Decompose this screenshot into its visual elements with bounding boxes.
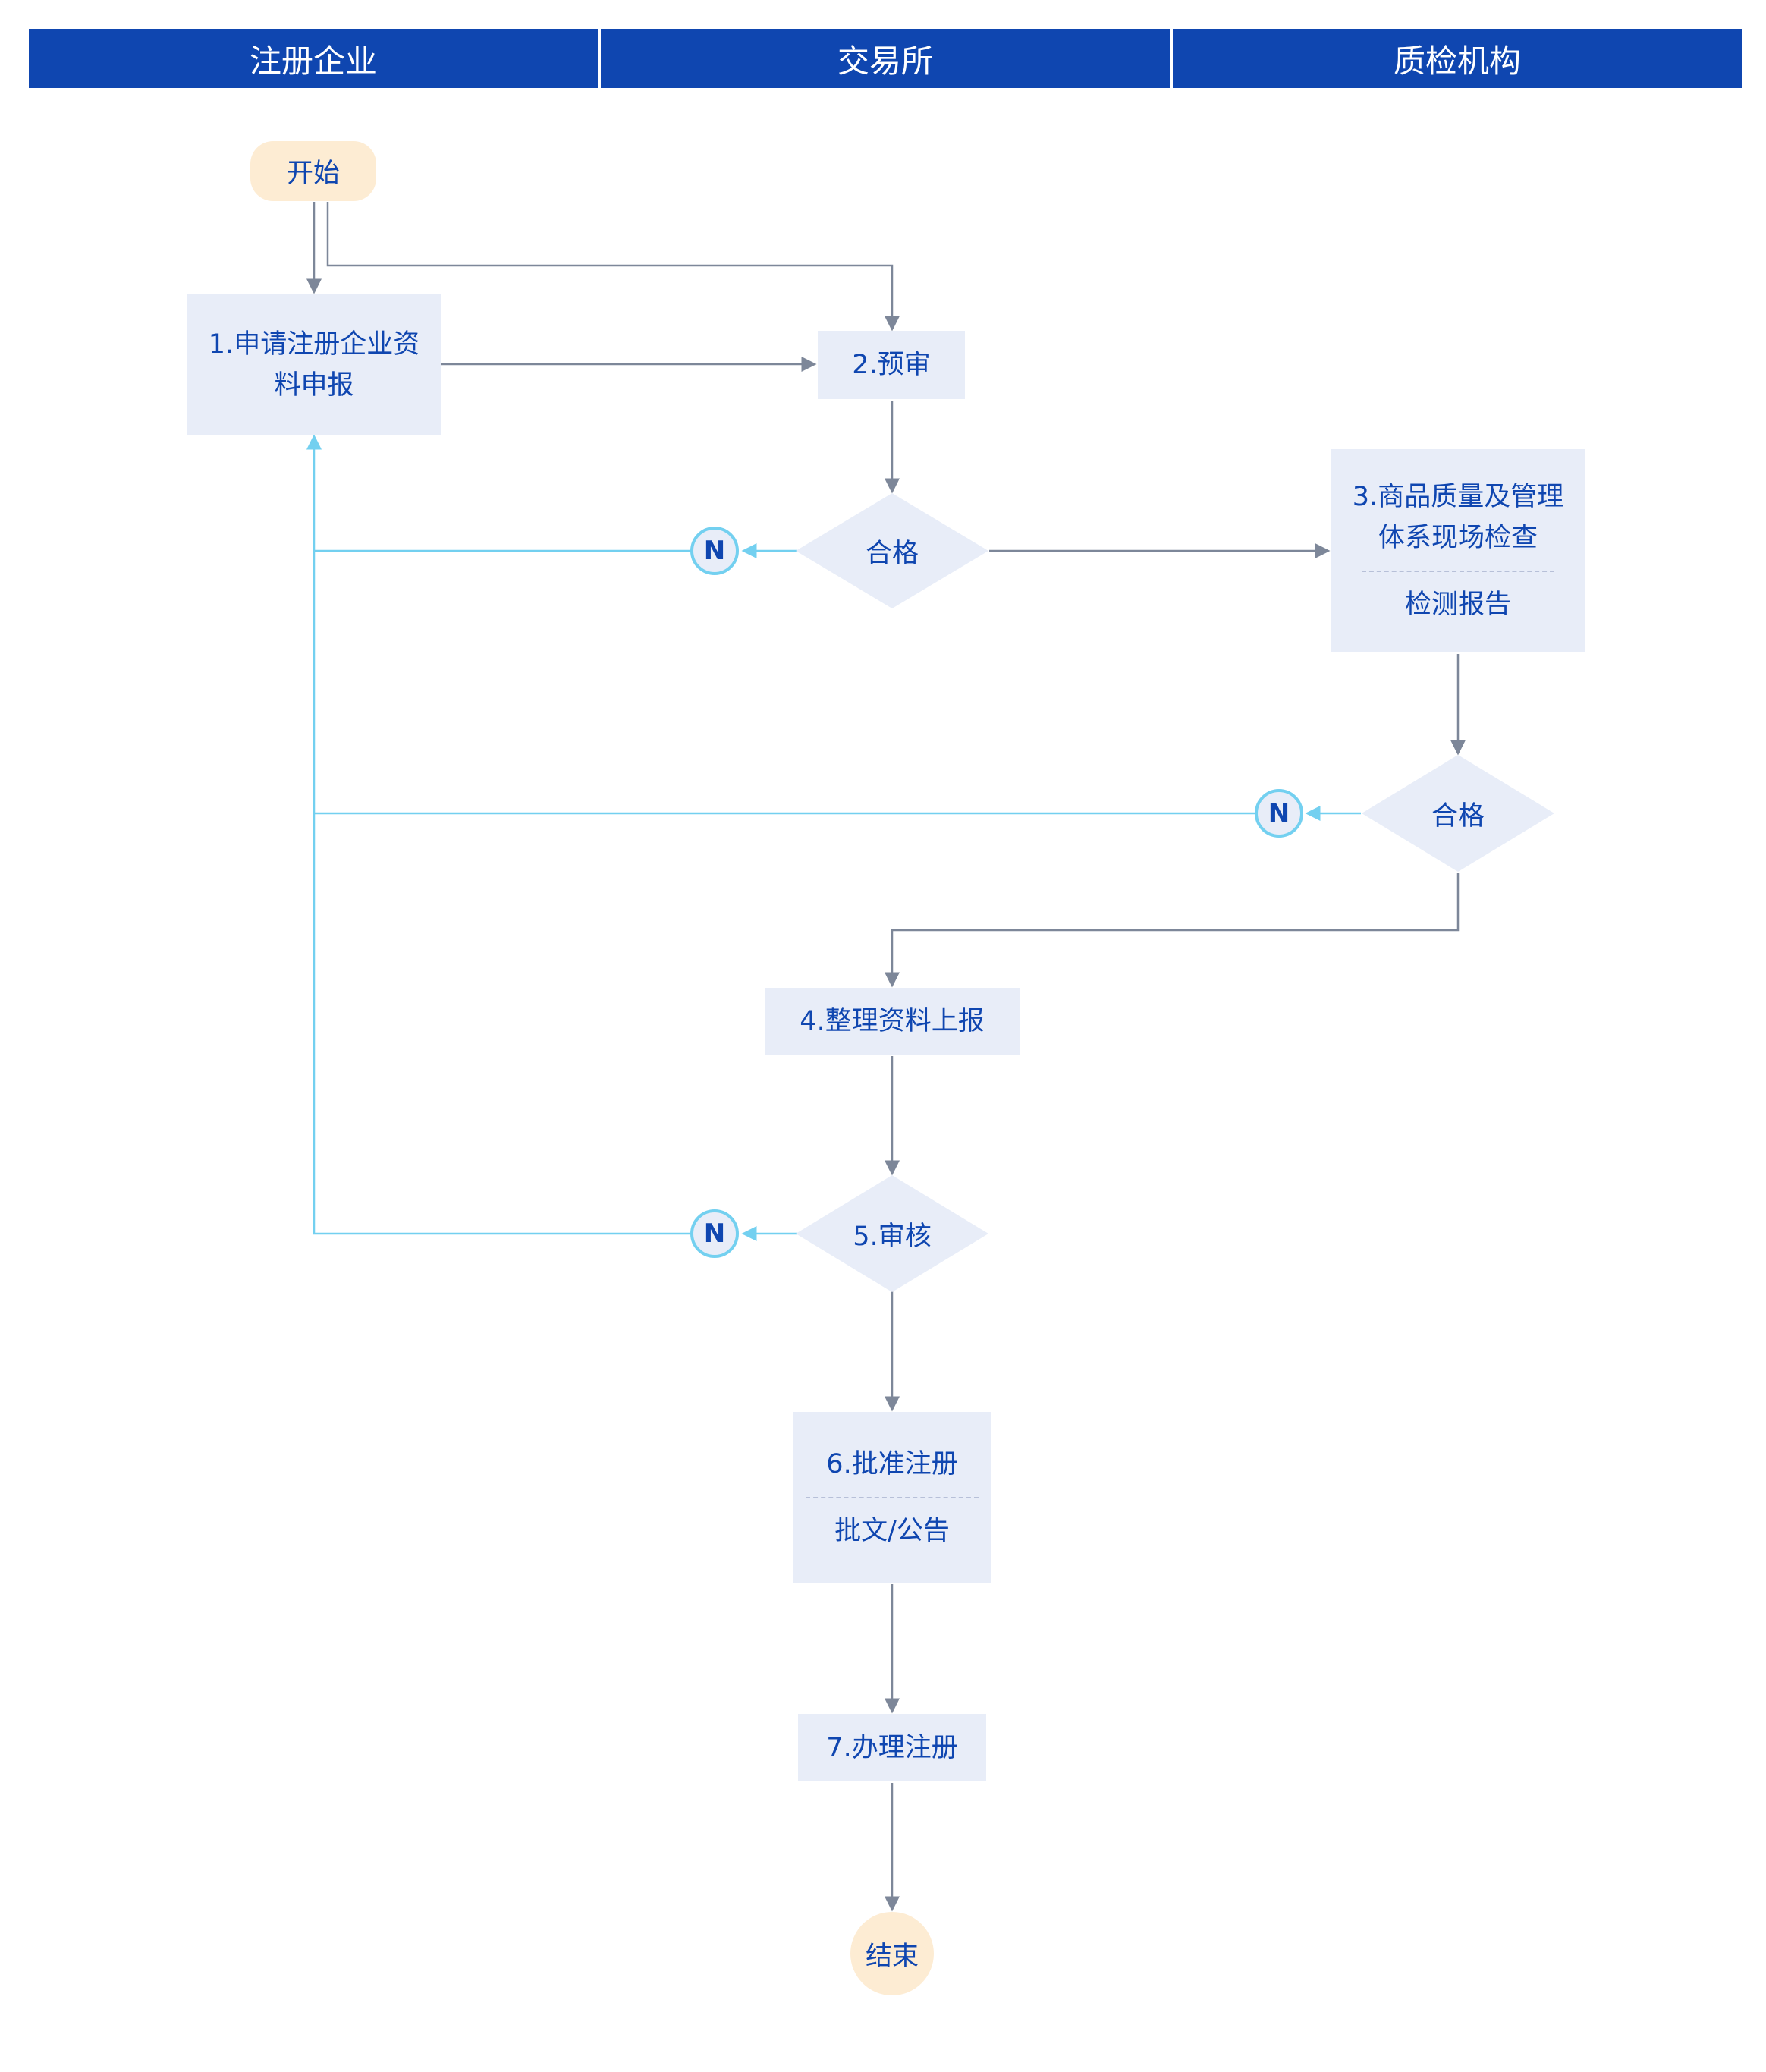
- step6-approve-registration: 6.批准注册 批文/公告: [793, 1412, 991, 1583]
- lane-header-exchange: 交易所: [601, 29, 1170, 88]
- step3-title: 3.商品质量及管理体系现场检查: [1352, 482, 1564, 553]
- step3-onsite-inspection: 3.商品质量及管理体系现场检查 检测报告: [1331, 449, 1585, 652]
- step7-label: 7.办理注册: [826, 1732, 958, 1763]
- decision-label-review: 5.审核: [853, 1221, 932, 1252]
- reject-marker-check2: N: [1268, 798, 1290, 828]
- reject-line-review-return: [306, 434, 692, 1235]
- step3-doc-label: 检测报告: [1404, 590, 1511, 620]
- step6-title: 6.批准注册: [826, 1448, 958, 1479]
- decision-diamond-check1: [796, 493, 988, 608]
- decision-diamond-review: [796, 1175, 988, 1292]
- step6-divider: [805, 1496, 979, 1498]
- step4-compile-report: 4.整理资料上报: [765, 988, 1020, 1055]
- reject-circle-check2: [1255, 789, 1303, 838]
- reject-marker-check1: N: [703, 536, 726, 566]
- step3-divider: [1362, 571, 1554, 572]
- reject-circle-check1: [690, 527, 739, 575]
- edge-check2-to-step4: [885, 873, 1460, 988]
- decision-label-check2: 合格: [1431, 800, 1485, 832]
- step1-label: 1.申请注册企业资料申报: [208, 329, 420, 401]
- decision-label-check1: 合格: [865, 538, 919, 569]
- edge-start-to-step2: [326, 202, 900, 332]
- end-terminal: 结束: [850, 1912, 934, 1995]
- start-terminal: 开始: [250, 141, 376, 201]
- reject-circle-review: [690, 1209, 739, 1258]
- lane-header-inspection-agency: 质检机构: [1173, 29, 1742, 88]
- step6-doc-label: 批文/公告: [834, 1515, 950, 1546]
- step2-label: 2.预审: [852, 350, 931, 380]
- reject-marker-review: N: [703, 1218, 726, 1249]
- decision-diamond-check2: [1362, 755, 1554, 872]
- step1-apply-registration: 1.申请注册企业资料申报: [187, 294, 442, 435]
- lane-header-registered-company: 注册企业: [29, 29, 598, 88]
- step4-label: 4.整理资料上报: [800, 1006, 985, 1036]
- step7-process-registration: 7.办理注册: [798, 1714, 986, 1781]
- step2-pre-review: 2.预审: [818, 331, 965, 399]
